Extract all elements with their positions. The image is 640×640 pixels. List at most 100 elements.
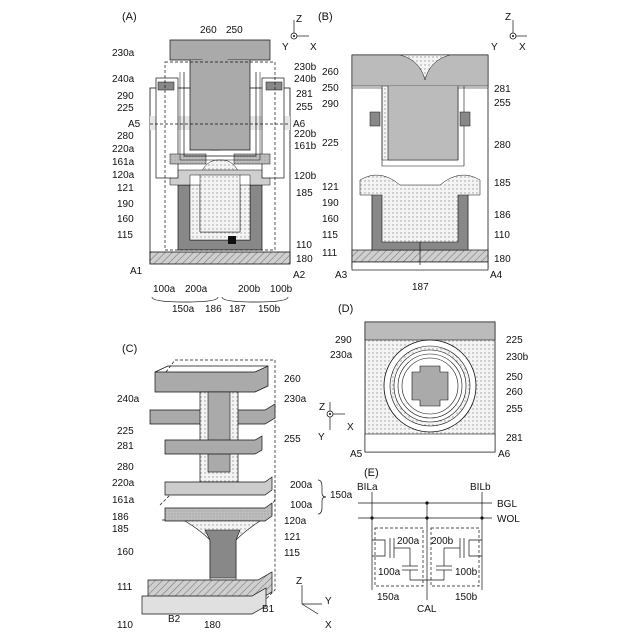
label-a4: A4 [490, 270, 503, 281]
panel-b-body [352, 55, 488, 270]
label-100b: 100b [270, 284, 293, 295]
label-250: 250 [322, 83, 339, 94]
label-255: 255 [494, 98, 511, 109]
panel-e-circuit [358, 492, 492, 600]
label-150b: 150b [455, 592, 478, 603]
label-150a: 150a [172, 304, 195, 315]
label-290: 290 [335, 335, 352, 346]
label-115: 115 [117, 230, 133, 241]
label-225: 225 [506, 335, 523, 346]
panel-b-right-labels: 281 255 280 185 186 110 180 A4 [490, 84, 511, 281]
label-a2: A2 [293, 270, 306, 281]
panel-d: (D) 290 225 230a 230b 250 260 255 281 A5… [318, 303, 529, 460]
slab-260 [155, 366, 268, 392]
label-180: 180 [296, 254, 313, 265]
axis-z-label: Z [296, 576, 302, 587]
label-a6: A6 [498, 449, 511, 460]
axis-y-label: Y [318, 432, 325, 443]
label-281: 281 [506, 433, 523, 444]
layer-180 [150, 252, 290, 264]
label-200a: 200a [397, 536, 420, 547]
panel-c-axis: Z Y X [296, 576, 332, 631]
label-120a: 120a [284, 516, 307, 527]
label-260: 260 [322, 67, 339, 78]
label-290: 290 [322, 99, 339, 110]
label-220a: 220a [112, 478, 135, 489]
label-187: 187 [229, 304, 246, 315]
label-160: 160 [117, 547, 134, 558]
panel-c-title: (C) [122, 343, 137, 355]
label-110: 110 [117, 620, 133, 631]
label-240a: 240a [112, 74, 135, 85]
label-120b: 120b [294, 171, 317, 182]
axis-y-label: Y [325, 596, 332, 607]
label-220b: 220b [294, 129, 317, 140]
label-185: 185 [296, 188, 313, 199]
label-280: 280 [117, 462, 134, 473]
axis-x-label: X [310, 42, 317, 53]
axis-z-label: Z [319, 402, 325, 413]
label-110: 110 [296, 240, 312, 251]
core-260 [412, 366, 448, 406]
label-250: 250 [226, 25, 243, 36]
label-161b: 161b [294, 141, 317, 152]
panel-a-body [150, 40, 290, 264]
panel-b-left-labels: 260 250 290 225 121 190 160 115 111 A3 [322, 67, 348, 281]
panel-c: (C) 260 240a [112, 343, 353, 631]
label-230a: 230a [284, 394, 307, 405]
label-150b: 150b [258, 304, 281, 315]
label-280: 280 [494, 140, 511, 151]
label-225: 225 [117, 426, 134, 437]
label-a5: A5 [350, 449, 363, 460]
panel-e: (E) [357, 467, 520, 615]
label-bila: BILa [357, 482, 378, 493]
label-260: 260 [284, 374, 301, 385]
label-200b: 200b [238, 284, 261, 295]
label-200a: 200a [290, 480, 313, 491]
panel-a: (A) Z Y X [112, 11, 317, 315]
label-111: 111 [117, 582, 133, 593]
axis-y-label: Y [282, 42, 289, 53]
label-121: 121 [117, 183, 134, 194]
label-230a: 230a [330, 350, 353, 361]
label-187: 187 [412, 282, 429, 293]
panel-a-top-labels: 260 250 [200, 25, 243, 36]
label-150a: 150a [377, 592, 400, 603]
label-220a: 220a [112, 144, 135, 155]
panel-a-right-labels: 230b 240b 281 255 A6 220b 161b 120b 185 … [293, 62, 317, 281]
panel-d-title: (D) [338, 303, 353, 315]
label-260: 260 [506, 387, 523, 398]
panel-e-title: (E) [364, 467, 379, 479]
label-281: 281 [296, 89, 313, 100]
label-a5: A5 [128, 119, 141, 130]
label-111: 111 [322, 248, 338, 259]
label-100b: 100b [455, 567, 478, 578]
panel-a-axis: Z Y X [282, 14, 317, 53]
panel-b: (B) Z Y X 260 250 290 [318, 11, 527, 293]
label-180: 180 [204, 620, 221, 631]
label-240a: 240a [117, 394, 140, 405]
label-115: 115 [284, 548, 300, 559]
label-100a: 100a [290, 500, 313, 511]
label-a1: A1 [130, 266, 143, 277]
panel-b-axis: Z Y X [491, 12, 527, 53]
label-180: 180 [494, 254, 511, 265]
axis-z-label: Z [296, 14, 302, 25]
axis-x-label: X [347, 422, 354, 433]
label-190: 190 [322, 198, 339, 209]
label-255: 255 [506, 404, 523, 415]
label-230b: 230b [506, 352, 529, 363]
label-255: 255 [296, 102, 313, 113]
label-250: 250 [506, 372, 523, 383]
panel-a-left-labels: 230a 240a 290 225 A5 280 220a 161a 120a … [112, 48, 143, 277]
panel-e-labels: BILa BILb BGL WOL 200a 200b 100a 100b 15… [357, 482, 520, 615]
panel-d-body [365, 322, 495, 452]
label-160: 160 [117, 214, 134, 225]
label-110: 110 [494, 230, 510, 241]
label-160: 160 [322, 214, 339, 225]
label-225: 225 [322, 138, 339, 149]
panel-a-title: (A) [122, 11, 137, 23]
panel-b-title: (B) [318, 11, 333, 23]
